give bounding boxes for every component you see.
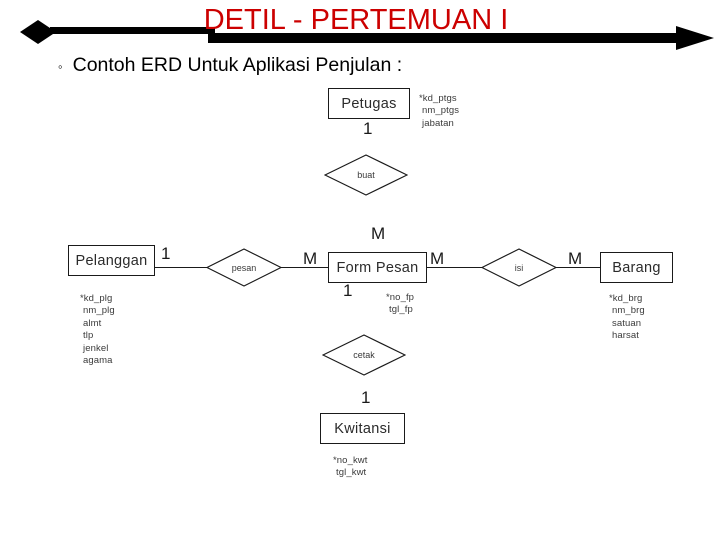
entity-barang: Barang [600, 252, 673, 283]
edge-formpesan-isi [427, 267, 482, 269]
attribute-item: almt [83, 317, 102, 329]
cardinality-pesan-formpesan: M [303, 249, 318, 268]
page-title: DETIL - PERTEMUAN I [203, 4, 509, 36]
entity-barang-label: Barang [612, 259, 661, 276]
attributes-petugas: *kd_ptgs nm_ptgs jabatan [419, 93, 459, 130]
cardinality-petugas-buat: 1 [363, 119, 373, 138]
attribute-item: jenkel [83, 342, 109, 354]
diamond-bullet-icon [20, 20, 56, 44]
cardinality-formpesan-cetak: 1 [343, 281, 353, 300]
attribute-item: tgl_kwt [336, 467, 367, 479]
banner-arrow-decoration [20, 20, 714, 50]
entity-petugas-label: Petugas [341, 95, 397, 112]
bullet-icon: ◦ [58, 59, 63, 74]
attributes-pelanggan: *kd_plg nm_plg almt tlp jenkel agama [80, 293, 115, 367]
entity-kwitansi: Kwitansi [320, 413, 405, 444]
arrow-head-icon [676, 26, 714, 50]
relationship-pesan-label: pesan [231, 262, 257, 273]
attribute-item: nm_brg [612, 305, 645, 317]
cardinality-buat-formpesan: M [371, 224, 386, 243]
title-banner: DETIL - PERTEMUAN I [0, 0, 720, 52]
attribute-item: nm_ptgs [422, 105, 460, 117]
relationship-cetak-label: cetak [353, 350, 375, 360]
attributes-form-pesan: *no_fp tgl_fp [386, 292, 414, 317]
attributes-barang: *kd_brg nm_brg satuan harsat [609, 293, 645, 343]
attribute-item: *no_fp [386, 292, 415, 303]
entity-form-pesan-label: Form Pesan [336, 259, 419, 276]
attribute-item: *no_kwt [333, 455, 368, 466]
relationship-isi: isi [481, 248, 557, 287]
attribute-item: agama [83, 355, 113, 367]
attributes-kwitansi: *no_kwt tgl_kwt [333, 455, 368, 480]
attribute-item: *kd_ptgs [419, 93, 457, 104]
entity-pelanggan: Pelanggan [68, 245, 155, 276]
cardinality-cetak-kwitansi: 1 [361, 388, 371, 407]
relationship-isi-label: isi [514, 262, 524, 273]
attribute-item: jabatan [422, 117, 454, 129]
cardinality-pelanggan-pesan: 1 [161, 244, 171, 263]
edge-pelanggan-pesan [155, 267, 207, 269]
attribute-item: satuan [612, 317, 642, 329]
bullet-row: ◦ Contoh ERD Untuk Aplikasi Penjulan : [58, 52, 402, 80]
entity-petugas: Petugas [328, 88, 410, 119]
relationship-pesan: pesan [206, 248, 282, 287]
edge-pesan-formpesan [281, 267, 328, 269]
relationship-buat: buat [324, 154, 408, 196]
edge-isi-barang [556, 267, 601, 269]
bullet-text: Contoh ERD Untuk Aplikasi Penjulan : [72, 54, 403, 76]
cardinality-formpesan-isi: M [430, 249, 445, 268]
entity-form-pesan: Form Pesan [328, 252, 427, 283]
attribute-item: tgl_fp [389, 304, 413, 316]
attribute-item: tlp [83, 330, 94, 342]
relationship-buat-label: buat [357, 170, 375, 180]
cardinality-isi-barang: M [568, 249, 583, 268]
entity-pelanggan-label: Pelanggan [75, 252, 148, 269]
attribute-item: nm_plg [83, 305, 115, 317]
relationship-cetak: cetak [322, 334, 406, 376]
attribute-item: harsat [612, 330, 640, 342]
entity-kwitansi-label: Kwitansi [334, 420, 391, 437]
attribute-item: *kd_plg [80, 293, 113, 304]
attribute-item: *kd_brg [609, 293, 643, 304]
